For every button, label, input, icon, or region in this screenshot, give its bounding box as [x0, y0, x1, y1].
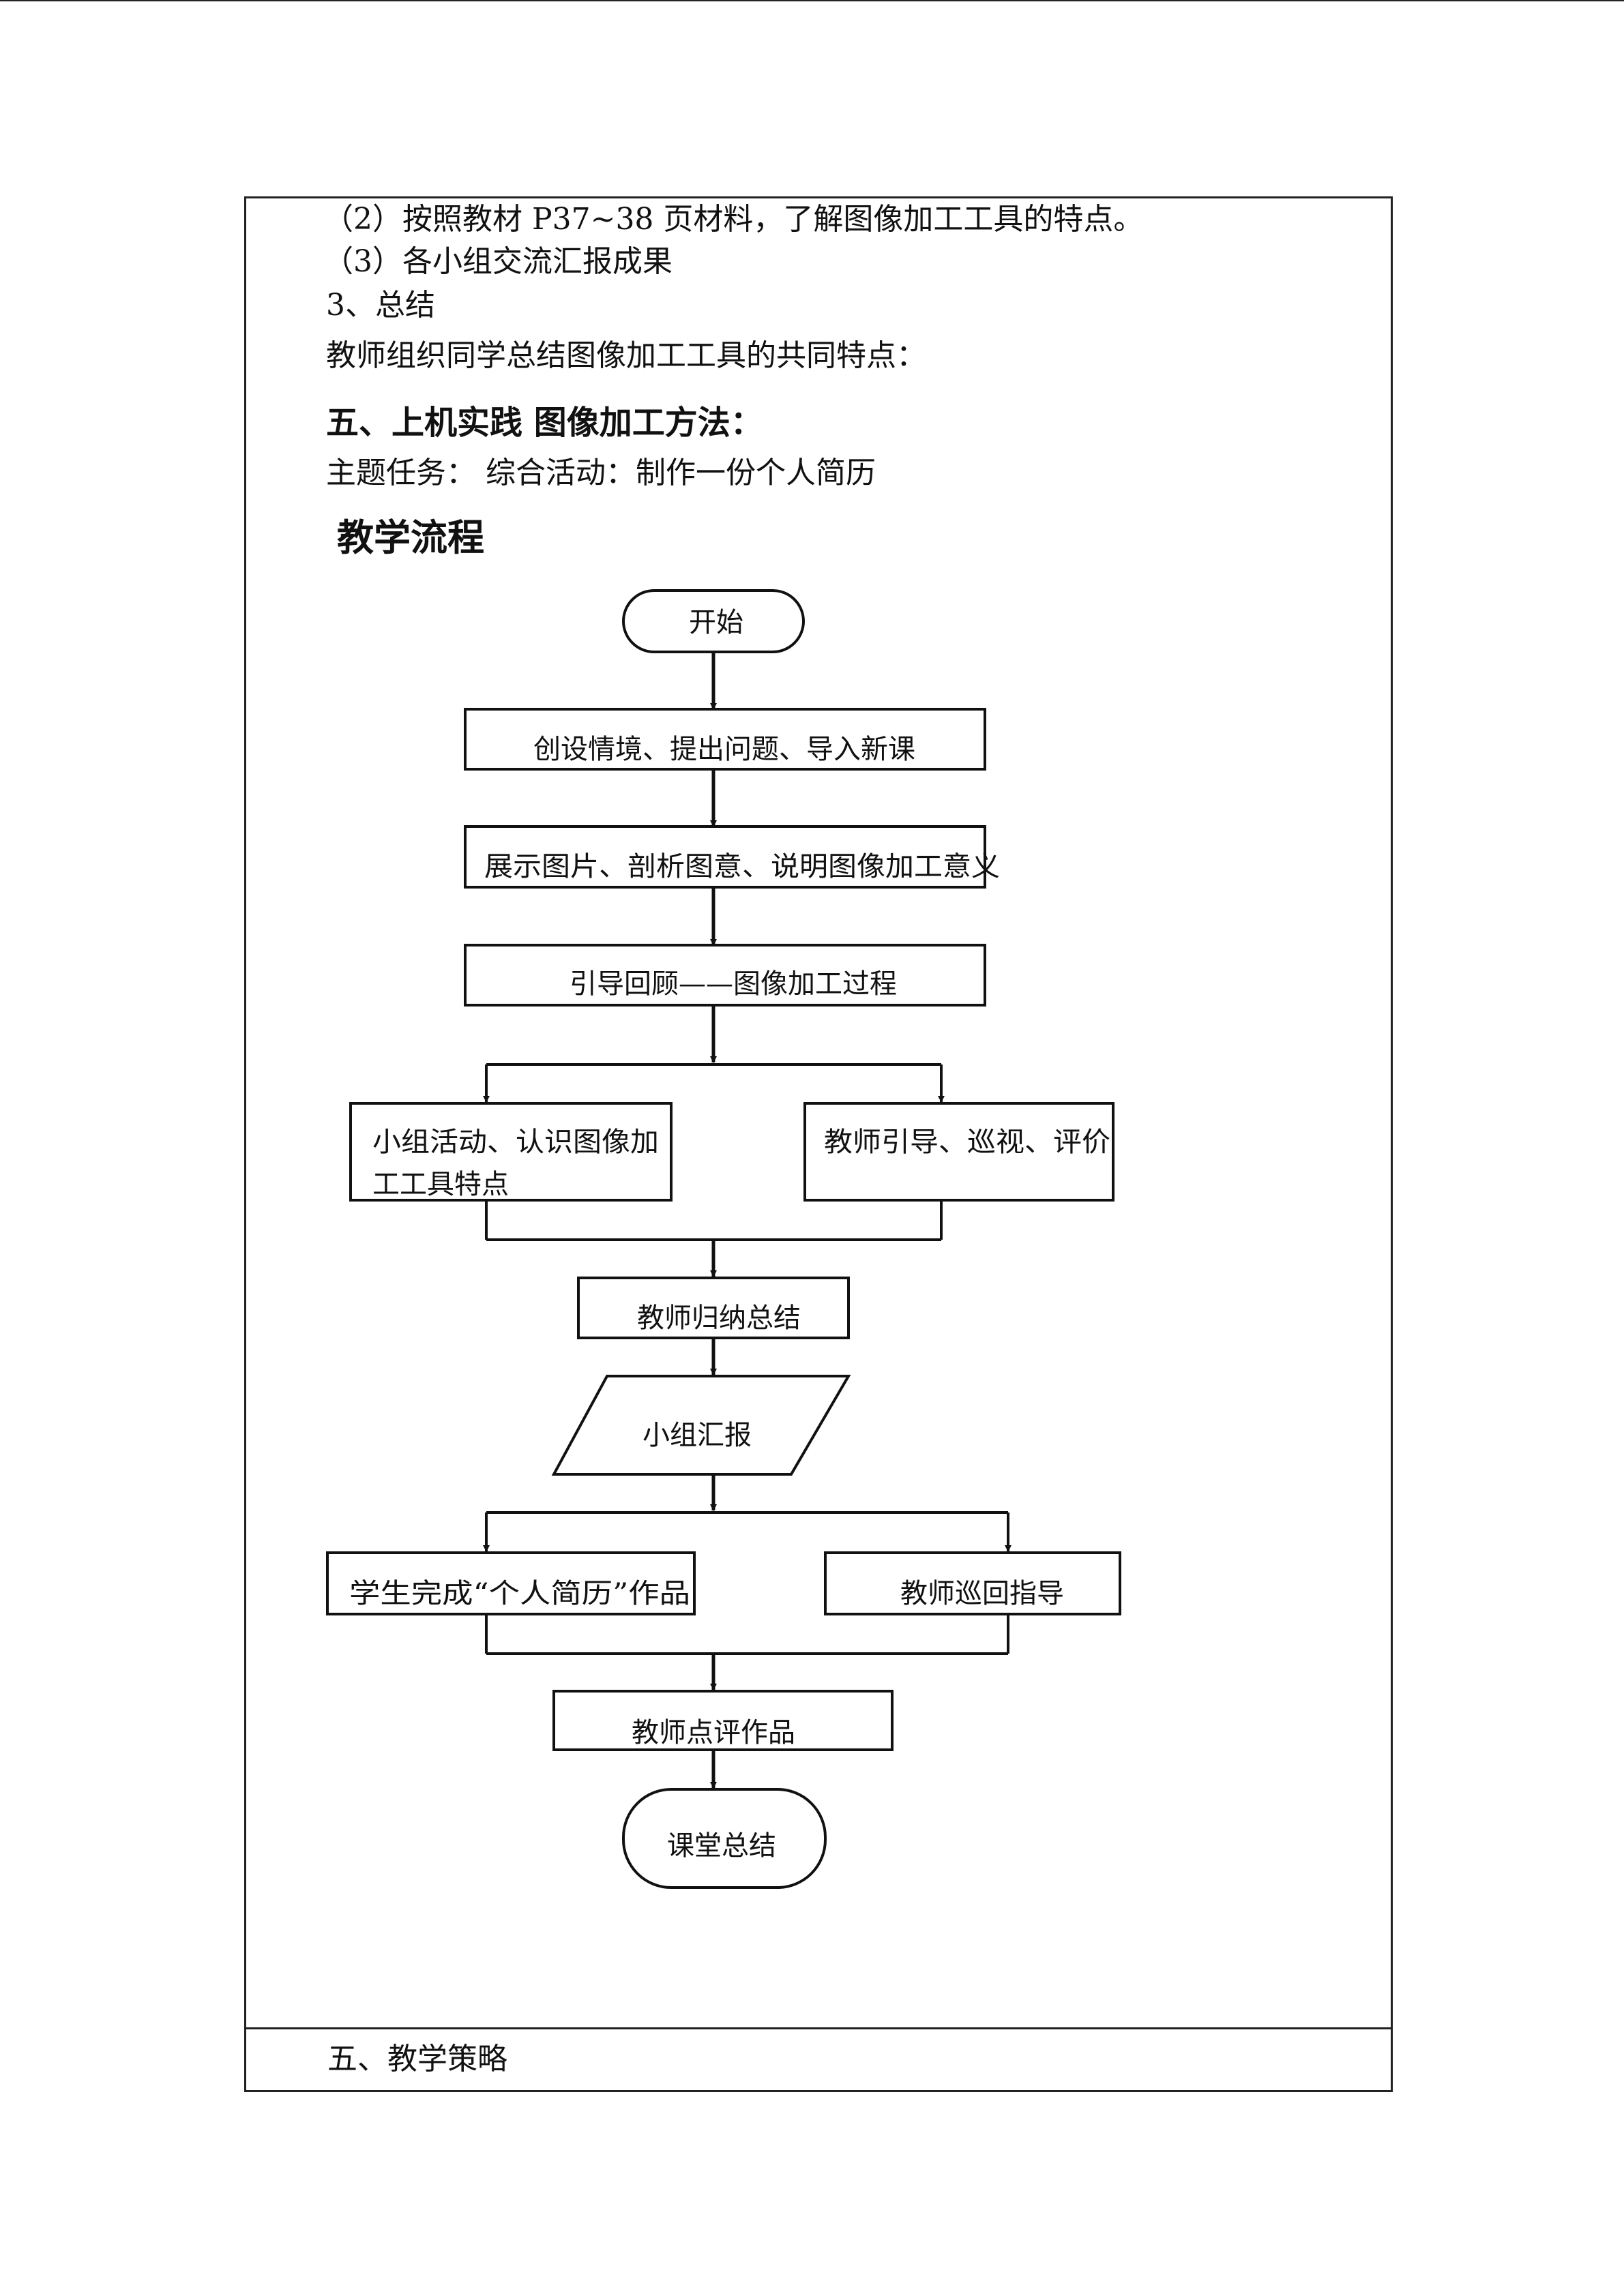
summary-body: 教师组织同学总结图像加工工具的共同特点：	[326, 338, 926, 373]
branch-left-line2: 工工具特点	[372, 1169, 509, 1200]
summary-heading: 3、总结	[326, 288, 435, 323]
flow-connectors	[483, 652, 1012, 1789]
flow-node-end: 课堂总结	[622, 1788, 827, 1889]
flow-node-summary: 教师归纳总结	[577, 1277, 850, 1339]
flow-node-review: 教师点评作品	[552, 1690, 894, 1751]
section-practice-heading: 五、上机实践 图像加工方法：	[326, 404, 763, 442]
strategy-label: 五、教学策略	[327, 2042, 507, 2076]
table-frame	[244, 196, 1393, 2092]
step1-label: 创设情境、提出问题、导入新课	[533, 734, 915, 765]
summary-label: 教师归纳总结	[637, 1302, 801, 1334]
flow-node-work-right: 教师巡回指导	[824, 1551, 1121, 1615]
flow-node-branch-right: 教师引导、巡视、评价	[803, 1102, 1114, 1202]
branch-left-line1: 小组活动、认识图像加	[372, 1127, 659, 1158]
flow-node-work-left: 学生完成“个人简历”作品	[326, 1551, 696, 1615]
step-2-text: （2）按照教材 P37~38 页材料，了解图像加工工具的特点。	[323, 202, 1144, 237]
flow-node-branch-left: 小组活动、认识图像加 工工具特点	[349, 1102, 673, 1202]
flow-node-report: 小组汇报	[551, 1375, 851, 1476]
end-label: 课堂总结	[667, 1830, 776, 1862]
flow-node-step2: 展示图片、剖析图意、说明图像加工意义	[464, 825, 1000, 889]
start-label: 开始	[689, 607, 743, 638]
review-label: 教师点评作品	[632, 1717, 795, 1748]
report-label: 小组汇报	[643, 1420, 752, 1451]
page-top-rule	[0, 0, 1624, 1]
flow-title: 教学流程	[337, 516, 484, 559]
work-left-label: 学生完成“个人简历”作品	[349, 1578, 690, 1609]
table-divider	[244, 2027, 1393, 2029]
flow-node-start: 开始	[622, 589, 805, 653]
branch-right-label: 教师引导、巡视、评价	[824, 1127, 1110, 1158]
theme-task-text: 主题任务： 综合活动：制作一份个人简历	[326, 456, 876, 490]
step3-label: 引导回顾——图像加工过程	[570, 968, 897, 1000]
work-right-label: 教师巡回指导	[900, 1578, 1064, 1609]
step2-label: 展示图片、剖析图意、说明图像加工意义	[484, 851, 1000, 882]
flow-node-step1: 创设情境、提出问题、导入新课	[464, 708, 986, 771]
step-3-text: （3）各小组交流汇报成果	[323, 244, 673, 279]
flow-node-step3: 引导回顾——图像加工过程	[464, 944, 986, 1007]
